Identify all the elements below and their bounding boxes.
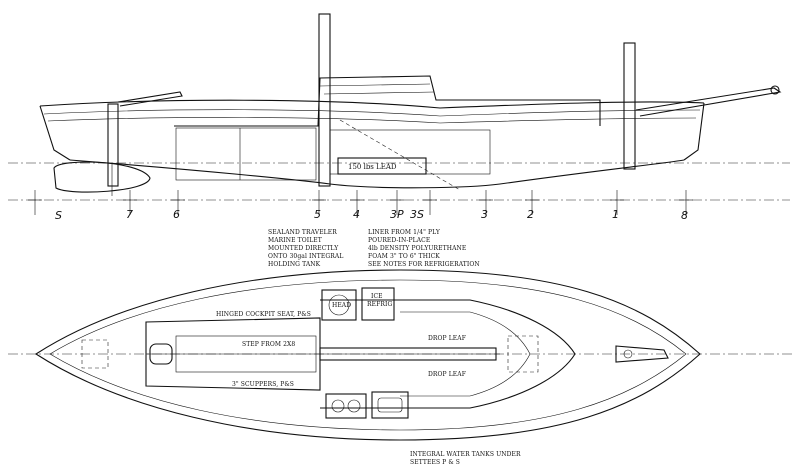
aft-mast: [107, 103, 119, 187]
note-line: 4lb DENSITY POLYURETHANE: [368, 245, 466, 252]
station-label: 8: [681, 209, 688, 222]
plan-view: HEAD ICE REFRIG HINGED COCKPIT SEAT, P&S…: [8, 269, 792, 441]
cockpit: [145, 317, 321, 391]
station-label: 3: [481, 208, 488, 221]
lead-label: 150 lbs LEAD: [348, 163, 397, 171]
aft-hatch: [81, 339, 109, 369]
drop-leaf-label: DROP LEAF: [428, 371, 466, 378]
plan-hull-outline: [34, 269, 701, 441]
note-line: MOUNTED DIRECTLY: [268, 245, 339, 252]
note-line: SEALAND TRAVELER: [268, 229, 337, 236]
lead-ballast: [337, 157, 427, 175]
note-line: LINER FROM 1/4" PLY: [368, 229, 441, 236]
scuppers-label: 3" SCUPPERS, P&S: [232, 381, 294, 388]
mizzen-mast: [623, 42, 636, 170]
hull-sheer: [39, 99, 705, 109]
bowsprit: [635, 87, 782, 117]
sink: [371, 391, 409, 419]
cabin-house: [174, 75, 601, 127]
notes-liner: LINER FROM 1/4" PLY POURED-IN-PLACE 4lb …: [368, 229, 480, 268]
station-label: 3P: [390, 208, 404, 221]
stove: [325, 393, 367, 419]
station-label: 2: [527, 208, 534, 221]
drop-leaf-label: DROP LEAF: [428, 335, 466, 342]
rudder: [53, 161, 151, 193]
note-line: FOAM 3" TO 6" THICK: [368, 253, 440, 260]
station-labels: S 7 6 5 4 3P 3S 3 2 1 8: [55, 208, 688, 222]
ice-label: ICE: [371, 293, 383, 300]
station-label: 1: [612, 208, 619, 221]
bow-stem: [683, 102, 705, 161]
station-label: 6: [173, 208, 180, 221]
stern-transom: [39, 105, 71, 161]
head-compartment: [321, 289, 357, 321]
refrig-label: REFRIG: [367, 301, 392, 308]
notes-water-tanks: INTEGRAL WATER TANKS UNDER SETTEES P & S: [410, 451, 521, 466]
step-label: STEP FROM 2X8: [242, 341, 295, 348]
forward-hatch: [507, 335, 539, 373]
centerboard-trunk: [319, 347, 497, 361]
bow-fitting: [615, 345, 669, 363]
ice-refrig-box: [361, 287, 395, 321]
notes-traveler: SEALAND TRAVELER MARINE TOILET MOUNTED D…: [268, 229, 343, 268]
hull-bottom: [69, 159, 685, 189]
station-ticks: [28, 190, 693, 215]
note-line: SEE NOTES FOR REFRIGERATION: [368, 261, 480, 268]
tiller: [117, 91, 183, 107]
note-line: POURED-IN-PLACE: [368, 237, 430, 244]
note-line: HOLDING TANK: [268, 261, 321, 268]
note-line: SETTEES P & S: [410, 459, 460, 466]
note-line: ONTO 30gal INTEGRAL: [268, 253, 343, 260]
station-label: 3S: [410, 208, 424, 221]
note-line: INTEGRAL WATER TANKS UNDER: [410, 451, 521, 458]
station-label: S: [55, 209, 62, 222]
station-label: 7: [126, 208, 133, 221]
note-line: MARINE TOILET: [268, 237, 322, 244]
head-label: HEAD: [332, 302, 351, 309]
cockpit-seat-label: HINGED COCKPIT SEAT, P&S: [216, 311, 311, 318]
station-label: 5: [314, 208, 321, 221]
profile-view: 150 lbs LEAD: [8, 13, 790, 222]
main-mast: [318, 13, 331, 187]
station-label: 4: [353, 208, 360, 221]
